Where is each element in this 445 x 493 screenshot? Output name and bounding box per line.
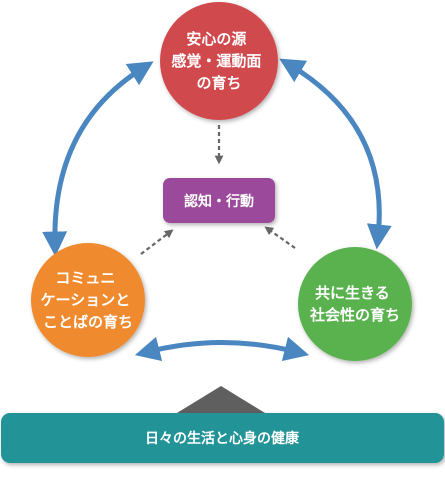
base-label: 日々の生活と心身の健康 (145, 430, 300, 447)
dashed-arrow-right (264, 226, 296, 249)
cycle-arrow-top-right (279, 58, 392, 250)
node-social-living-label: 共に生きる 社会性の育ち (309, 284, 400, 324)
base-bar: 日々の生活と心身の健康 (1, 413, 444, 463)
node-security-sensory: 安心の源 感覚・運動面 の育ち (160, 2, 278, 120)
cycle-arrow-top-left (42, 61, 154, 257)
cycle-arrow-bottom (134, 336, 310, 362)
node-communication-language-label: コミュニ ケーションと ことばの育ち (41, 269, 136, 331)
node-security-sensory-label: 安心の源 感覚・運動面 の育ち (171, 30, 266, 92)
node-communication-language: コミュニ ケーションと ことばの育ち (31, 243, 145, 357)
base-pedestal (172, 386, 270, 416)
node-cognition-behavior-label: 認知・行動 (184, 193, 254, 210)
node-social-living: 共に生きる 社会性の育ち (298, 247, 412, 361)
node-cognition-behavior: 認知・行動 (163, 178, 275, 223)
dashed-arrow-left (140, 229, 174, 255)
